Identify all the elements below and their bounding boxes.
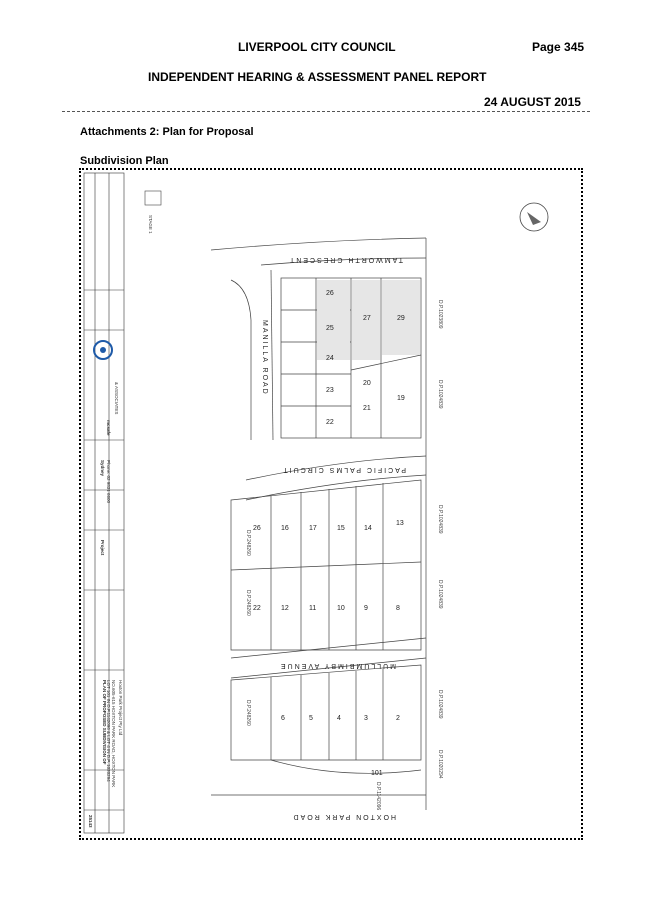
road-label-manilla: MANILLA ROAD — [261, 320, 268, 396]
lot-label: 19 — [397, 395, 405, 402]
lot-label: 101 — [371, 770, 383, 777]
company-logo — [93, 340, 113, 360]
attachment-subtitle: Subdivision Plan — [80, 155, 169, 167]
lot-label: 8 — [396, 605, 400, 612]
title-block — [83, 172, 125, 834]
north-arrow-icon — [519, 202, 549, 232]
report-date: 24 AUGUST 2015 — [484, 95, 581, 109]
lot-label: 26 — [253, 525, 261, 532]
page-number: Page 345 — [532, 40, 585, 54]
lot-label: 12 — [281, 605, 289, 612]
dp-label: D.P.1024839 — [437, 580, 443, 609]
dp-label: D.P.248260 — [245, 530, 251, 556]
dp-label: D.P.1142096 — [375, 782, 381, 810]
lot-label: 13 — [396, 520, 404, 527]
plan-title-3: NO.605-615 HOXTON PARK ROAD, HOXTON PARK — [111, 680, 116, 787]
project-name: Hoxton Park Project Pty Ltd — [118, 680, 123, 736]
lot-label: 6 — [281, 715, 285, 722]
road-label-mullumbimby: MULLUMBIMBY AVENUE — [279, 662, 396, 669]
lot-label: 2 — [396, 715, 400, 722]
lot-label: 21 — [363, 405, 371, 412]
office-sydney: Sydney — [100, 460, 105, 477]
lot-label: 11 — [309, 605, 316, 612]
lot-label: 25 — [326, 325, 334, 332]
lot-label: 27 — [363, 315, 371, 322]
lot-label: 5 — [309, 715, 313, 722]
lot-label: 10 — [337, 605, 345, 612]
lot-label: 4 — [337, 715, 341, 722]
lot-label: 24 — [326, 355, 334, 362]
sheet-number: 25143 — [88, 815, 93, 828]
dp-label: D.P.248260 — [245, 590, 251, 616]
middle-lot-block — [230, 479, 422, 651]
lot-label: 29 — [397, 315, 405, 322]
lot-label: 15 — [337, 525, 345, 532]
lot-label: 20 — [363, 380, 371, 387]
subdivision-plan-drawing: mcsafe & ASSOCIATES Sydney Phone: 02 983… — [83, 172, 549, 834]
pacific-palms-circuit-road — [245, 455, 427, 501]
stage-label: STAGE 1 — [148, 215, 153, 234]
dp-label: D.P.1023809 — [437, 300, 443, 329]
road-label-hoxton-park: HOXTON PARK ROAD — [292, 813, 396, 820]
project-label: Project — [100, 540, 105, 556]
firm-name-2: & ASSOCIATES — [114, 382, 119, 414]
stage-legend-box — [144, 190, 162, 206]
lot-label: 3 — [364, 715, 368, 722]
dp-label: D.P.1024839 — [437, 690, 443, 719]
firm-name: mcsafe — [106, 420, 111, 436]
road-label-pacific-palms: PACIFIC PALMS CIRCUIT — [281, 466, 406, 473]
lot-label: 26 — [326, 290, 334, 297]
office-phone: Phone: 02 9831 6600 — [106, 460, 111, 504]
dp-label: D.P.1024839 — [437, 505, 443, 534]
report-title: INDEPENDENT HEARING & ASSESSMENT PANEL R… — [148, 70, 487, 84]
council-name: LIVERPOOL CITY COUNCIL — [238, 40, 396, 54]
dp-label: D.P.1020294 — [437, 750, 443, 779]
header-divider — [62, 111, 590, 112]
dp-label: D.P.1024839 — [437, 380, 443, 409]
hatched-lots — [317, 280, 420, 360]
dp-label: D.P.248260 — [245, 700, 251, 726]
lot-label: 23 — [326, 387, 334, 394]
lower-lot-block — [230, 664, 422, 774]
plan-title-2: LOT 101 IN D.P.1142096 & LOT 4 IN D.P. 1… — [106, 680, 111, 782]
lot-label: 22 — [326, 419, 334, 426]
plan-title-1: PLAN OF PROPOSED SUBDIVISION OF — [102, 680, 107, 765]
tamworth-crescent-road — [210, 237, 427, 266]
lot-label: 14 — [364, 525, 372, 532]
manilla-road — [230, 269, 274, 441]
subdivision-plan-frame: mcsafe & ASSOCIATES Sydney Phone: 02 983… — [79, 168, 583, 840]
attachment-title: Attachments 2: Plan for Proposal — [80, 126, 254, 138]
mullumbimby-avenue-road — [230, 637, 427, 679]
lot-label: 17 — [309, 525, 317, 532]
lot-label: 22 — [253, 605, 261, 612]
lot-label: 9 — [364, 605, 368, 612]
lot-label: 16 — [281, 525, 289, 532]
road-label-tamworth: TAMWORTH CRESCENT — [288, 256, 403, 263]
